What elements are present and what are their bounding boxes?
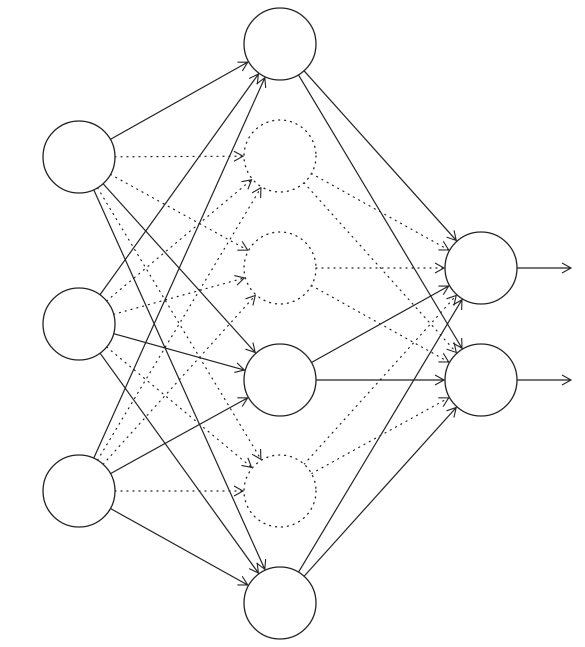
connection-h-4-to-out-1 (311, 285, 450, 364)
input-neuron-in-2 (42, 287, 116, 361)
hidden-neuron-h-5 (243, 454, 317, 528)
connection-in-2-to-h-6 (99, 352, 260, 574)
connection-in-1-to-h-5 (96, 187, 262, 461)
neurons-group (42, 7, 518, 640)
connection-in-1-to-h-2 (114, 150, 245, 162)
connection-h-6-to-out-1 (298, 298, 463, 573)
connection-in-2-to-h-5 (106, 346, 253, 469)
connection-in-2-to-h-2 (106, 179, 253, 302)
connection-h-6-to-out-2 (303, 406, 457, 577)
connection-h-2-to-out-2 (303, 182, 458, 354)
output-arrows-group (517, 262, 573, 386)
connection-in-2-to-h-4 (113, 333, 246, 374)
hidden-neuron-h-3 (243, 231, 317, 305)
connection-in-2-to-h-1 (99, 73, 260, 296)
connection-in-3-to-h-3 (102, 294, 256, 465)
connection-in-2-to-h-3 (113, 274, 246, 315)
hidden-neuron-h-4 (243, 343, 317, 417)
connection-in-1-to-h-1 (110, 61, 249, 140)
input-neuron-in-3 (42, 454, 116, 528)
output-neuron-out-2 (444, 343, 518, 417)
connection-in-3-to-h-2 (96, 186, 262, 461)
connection-in-1-to-h-3 (109, 173, 249, 251)
hidden-neuron-h-1 (243, 7, 317, 81)
output-neuron-out-1 (444, 231, 518, 305)
connection-in-3-to-h-6 (110, 507, 249, 586)
connections-group (93, 61, 463, 586)
hidden-neuron-h-6 (243, 566, 317, 640)
connection-h-5-to-out-1 (303, 294, 457, 465)
connection-in-3-to-h-1 (93, 76, 267, 459)
hidden-neuron-h-2 (243, 119, 317, 193)
connection-h-2-to-out-1 (310, 172, 450, 251)
input-neuron-in-1 (42, 120, 116, 194)
connection-h-1-to-out-1 (303, 70, 458, 242)
connection-in-3-to-h-4 (110, 397, 249, 475)
